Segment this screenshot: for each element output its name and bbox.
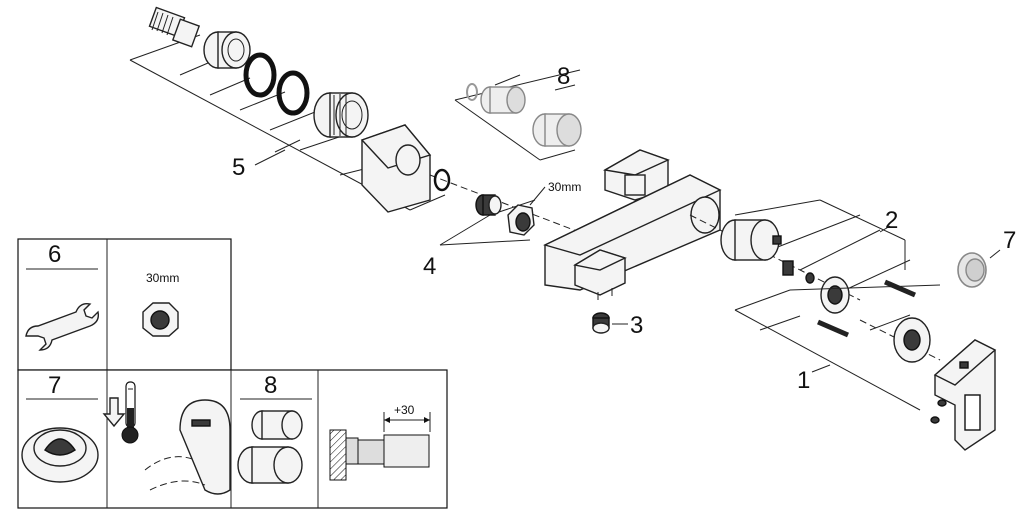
cartridge xyxy=(720,219,782,261)
o-ring-small xyxy=(276,70,310,116)
spindle-adapter xyxy=(782,260,815,284)
extension-piece xyxy=(480,86,526,114)
limiter-detail-icon xyxy=(21,427,99,483)
o-ring-large xyxy=(243,52,277,98)
cold-arrow-icon xyxy=(102,397,126,428)
extension-dimension-diagram xyxy=(329,412,431,481)
callout-2: 2 xyxy=(885,207,898,234)
wall-connection-set xyxy=(129,6,601,241)
temperature-limiter-7 xyxy=(957,249,1001,288)
wrench-icon xyxy=(25,302,100,351)
callout-8: 8 xyxy=(557,63,570,90)
nut-size-label: 30mm xyxy=(548,180,581,194)
legend-number-6: 6 xyxy=(48,241,61,268)
wall-bushing xyxy=(203,31,251,69)
square-cover-plate xyxy=(360,124,432,213)
cartridge-set-2 xyxy=(689,199,916,338)
callout-1: 1 xyxy=(797,367,810,394)
hex-nut xyxy=(507,204,535,236)
extension-washer xyxy=(466,83,478,101)
legend-number-7: 7 xyxy=(48,372,61,399)
lever-position-icon xyxy=(144,399,231,495)
mixer-body xyxy=(543,149,722,300)
nipple xyxy=(475,194,502,216)
legend-extension-pieces xyxy=(237,410,303,484)
escutcheon-ring xyxy=(820,276,850,314)
threaded-sleeve xyxy=(313,92,369,138)
callout-3: 3 xyxy=(630,312,643,339)
extension-sleeve xyxy=(532,113,582,147)
connector-set-4: 30mm xyxy=(439,180,581,246)
threaded-connector xyxy=(148,6,201,48)
legend-number-8: 8 xyxy=(264,372,277,399)
callout-4: 4 xyxy=(423,253,436,280)
callout-5: 5 xyxy=(232,154,245,181)
thermometer-icon xyxy=(121,381,139,444)
callout-7: 7 xyxy=(1003,227,1016,254)
lever-handle xyxy=(933,339,997,451)
handle-screws xyxy=(930,399,947,424)
fixing-screws xyxy=(817,279,916,338)
handle-set-1 xyxy=(734,284,997,451)
hex-nut-icon xyxy=(142,302,179,337)
extension-set xyxy=(454,69,582,161)
outlet-fitting-3 xyxy=(592,312,628,334)
legend-extension-label: +30 xyxy=(394,403,415,417)
legend-table: 6 30mm 7 xyxy=(17,238,448,509)
legend-size-label: 30mm xyxy=(146,271,179,285)
washer xyxy=(433,168,451,192)
rosette xyxy=(893,317,931,363)
